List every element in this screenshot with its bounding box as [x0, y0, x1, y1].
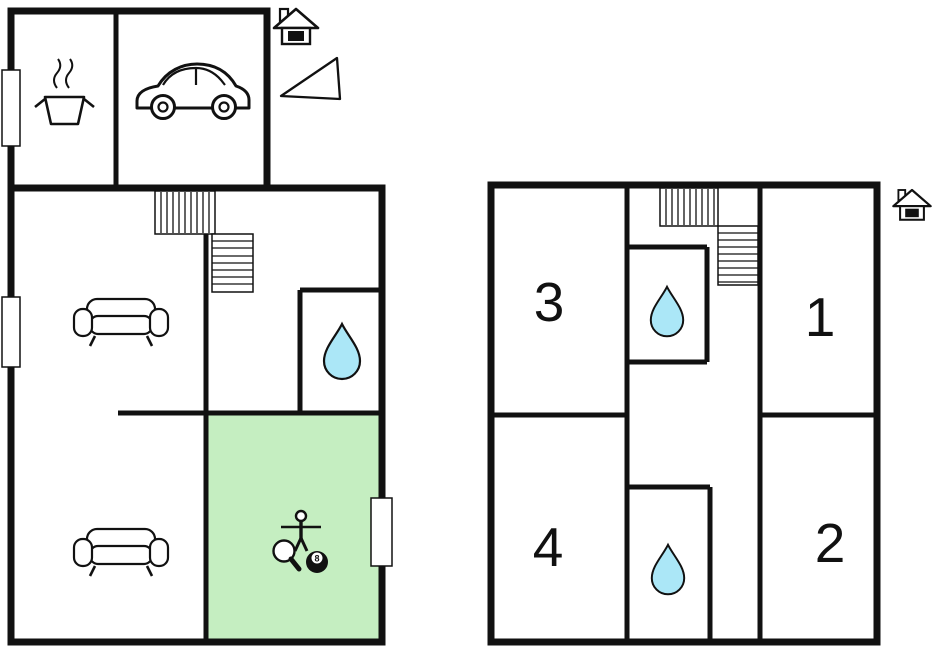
car-icon: [135, 62, 251, 120]
water-drop-icon: [650, 543, 686, 596]
home-icon: [272, 7, 320, 46]
room-label-3: 3: [534, 271, 565, 333]
eight-ball-icon: 8: [306, 551, 328, 573]
home-icon: [892, 188, 932, 221]
upper-floor: 3 1 4 2: [487, 181, 932, 646]
window: [1, 69, 21, 147]
water-drop-icon: [649, 285, 685, 338]
window: [1, 296, 21, 368]
room-label-1: 1: [805, 286, 836, 348]
interior-wall: [113, 8, 382, 642]
sofa-icon: [72, 297, 170, 348]
room-label-4: 4: [533, 516, 564, 578]
table-tennis-racket-icon: [272, 539, 302, 572]
foosball-player-icon: [281, 509, 321, 552]
ground-floor: 8: [1, 7, 393, 646]
cooking-pot-icon: [34, 58, 95, 126]
water-drop-icon: [322, 322, 362, 381]
eight-ball-number: 8: [314, 554, 319, 564]
window: [370, 497, 393, 567]
sofa-icon: [72, 527, 170, 578]
stairs-icon: [659, 187, 759, 286]
interior-wall: [491, 185, 877, 642]
stairs-icon: [154, 190, 254, 293]
north-arrow-icon: [279, 56, 342, 101]
room-label-2: 2: [815, 512, 846, 574]
